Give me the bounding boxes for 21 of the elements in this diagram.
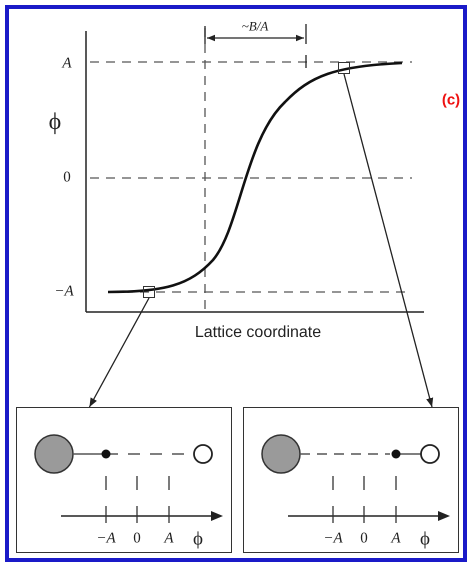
axis-title: Lattice coordinate <box>194 325 322 341</box>
tick-label: 0 <box>133 532 141 546</box>
tick-label: 0 <box>63 170 71 186</box>
tick-label: 0 <box>360 532 368 546</box>
dimension-label: ~B/A <box>242 20 268 32</box>
zoom-marker <box>338 62 350 74</box>
inset-panel <box>16 407 232 553</box>
tick-label: −A <box>96 532 116 546</box>
tick-label: ϕ <box>193 530 203 548</box>
tick-label: A <box>391 532 401 546</box>
tick-label: −A <box>323 532 343 546</box>
tick-label: A <box>62 56 72 72</box>
zoom-marker <box>143 286 155 298</box>
inset-panel <box>243 407 459 553</box>
leader-arrow <box>88 298 150 408</box>
axis-title: ϕ <box>48 110 62 134</box>
leader-arrow <box>343 74 434 408</box>
tick-label: −A <box>54 284 74 300</box>
panel-letter: (c) <box>442 92 460 108</box>
tick-label: ϕ <box>420 530 430 548</box>
tick-label: A <box>164 532 174 546</box>
